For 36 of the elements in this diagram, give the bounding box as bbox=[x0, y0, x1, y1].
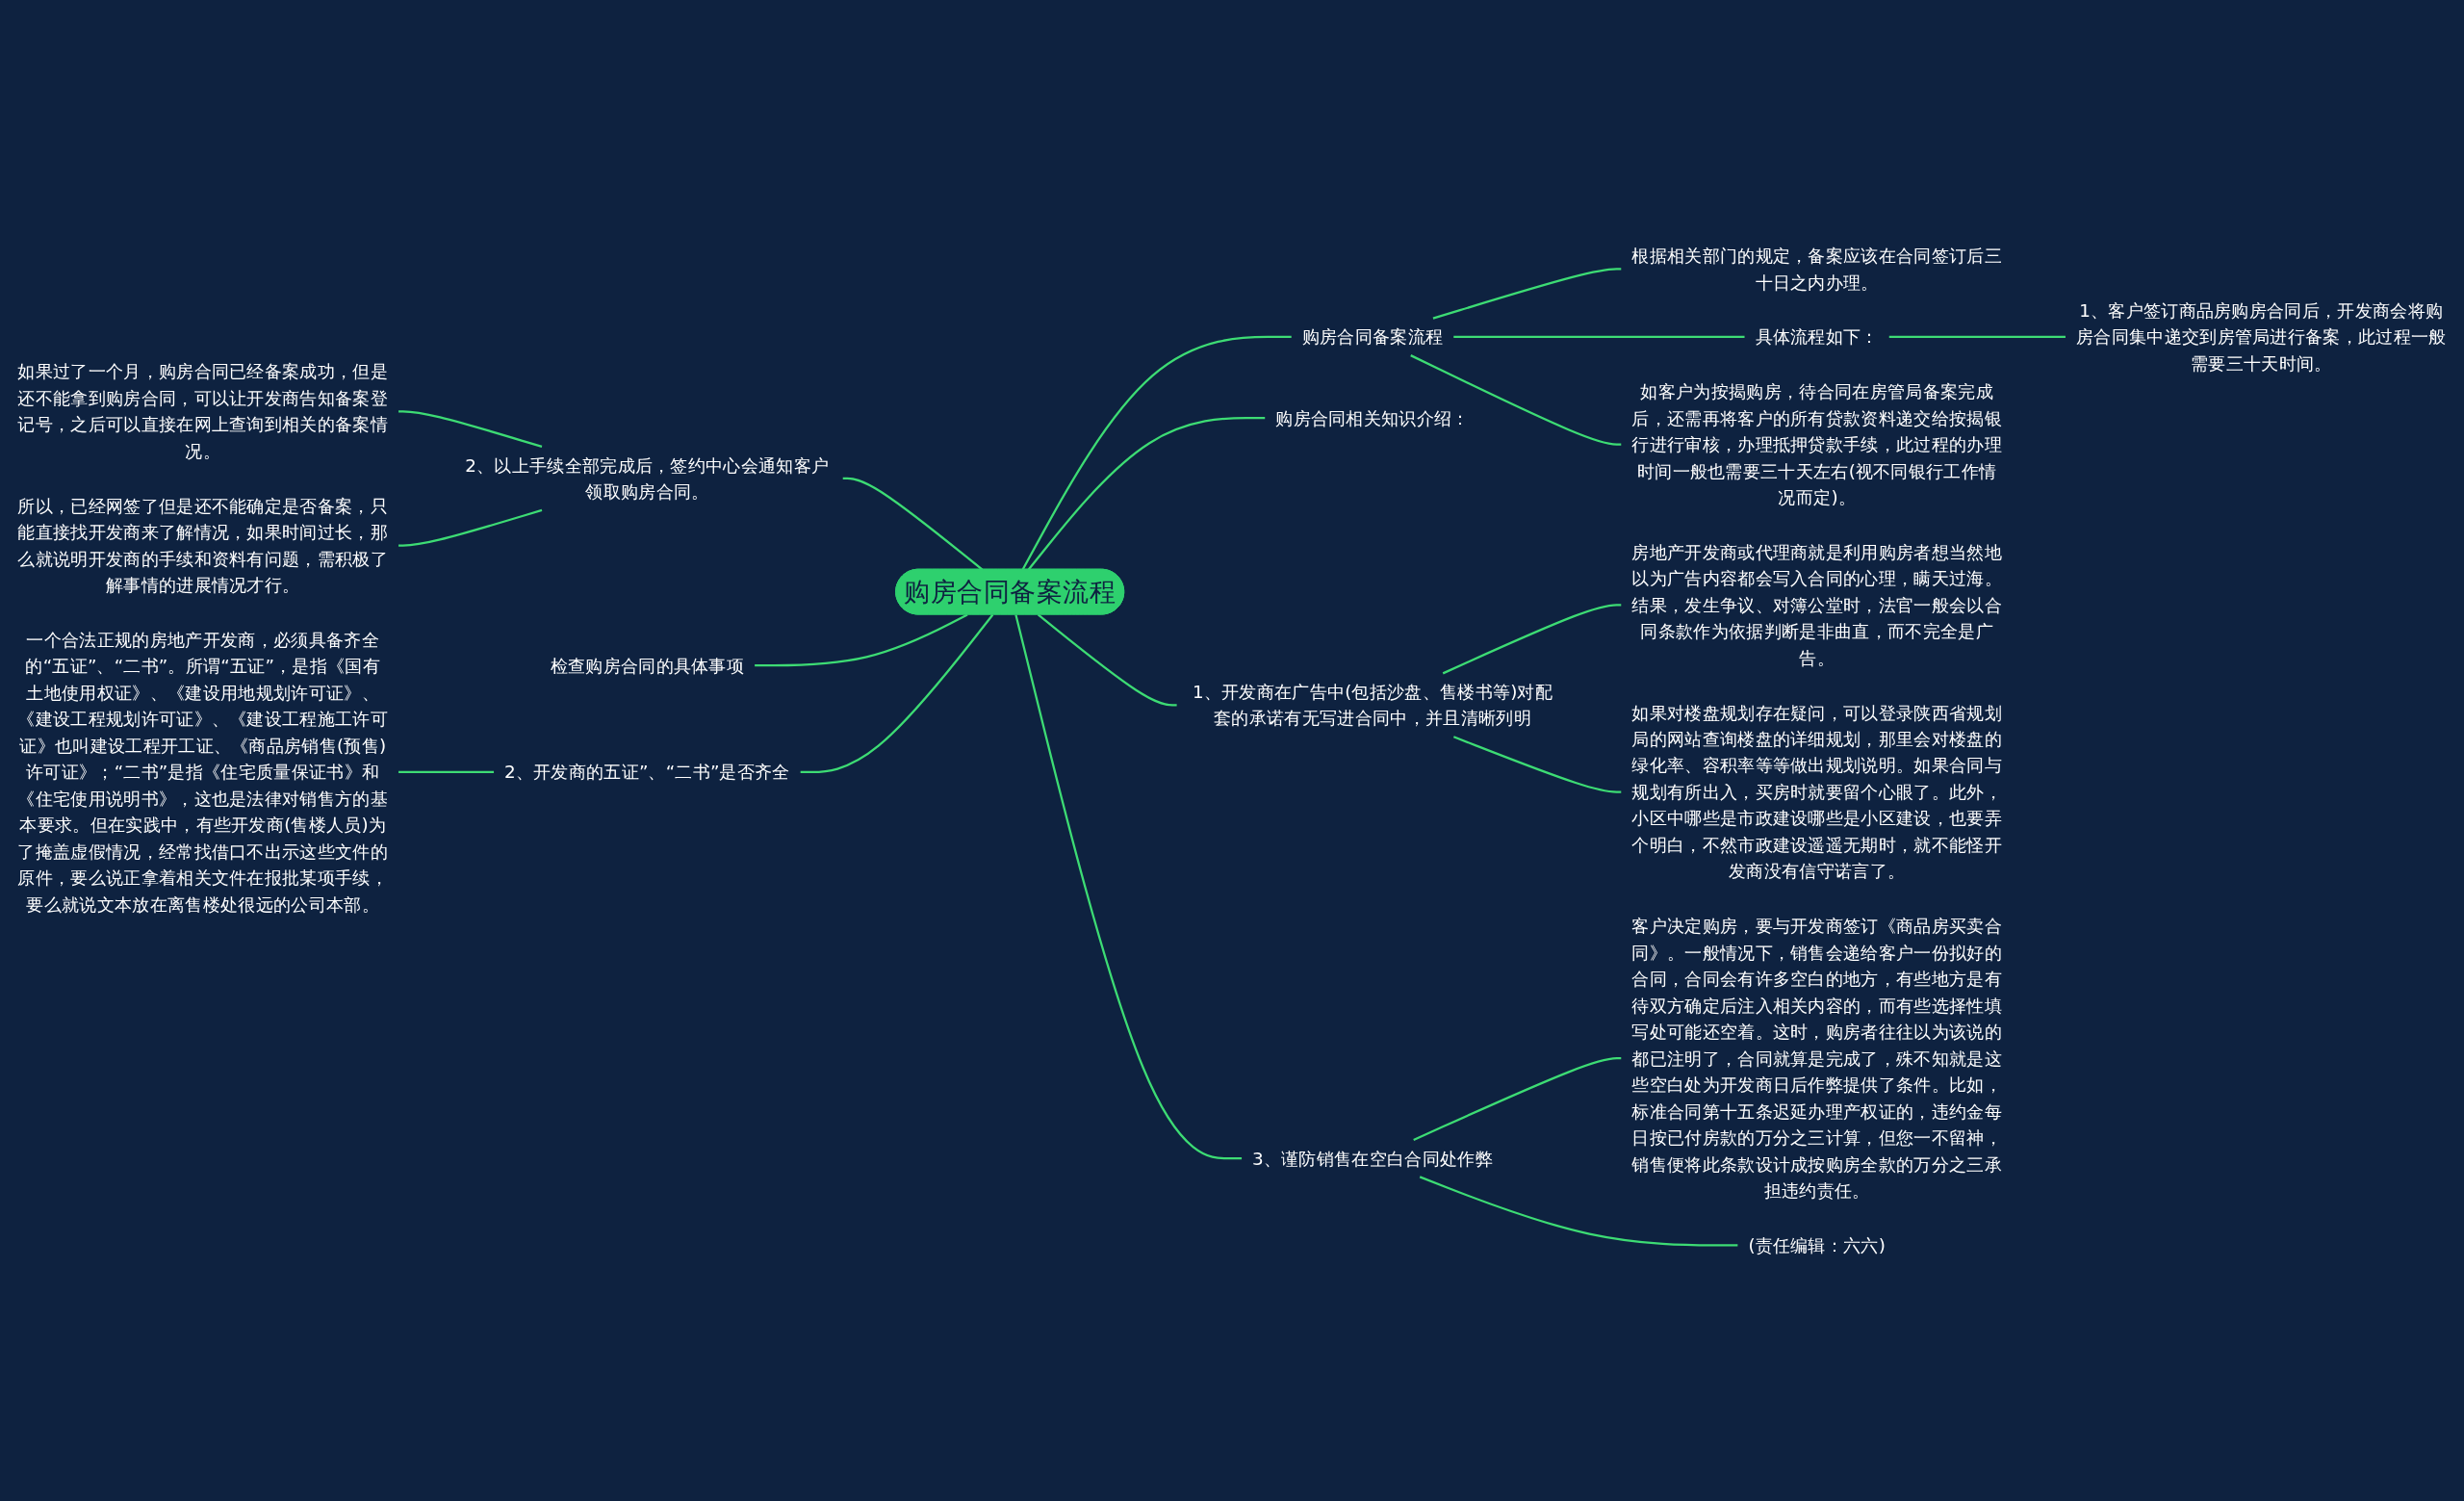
connector bbox=[1419, 1176, 1738, 1247]
node-text: 2、以上手续全部完成后，签约中心会通知客户领取购房合同。 bbox=[465, 454, 830, 503]
node-text: 检查购房合同的具体事项 bbox=[550, 655, 745, 677]
node-text: 购房合同相关知识介绍： bbox=[1275, 407, 1470, 429]
connector bbox=[1452, 736, 1622, 793]
node-text: 客户决定购房，要与开发商签订《商品房买卖合同》。一般情况下，销售会递给客户一份拟好的合同，合同会有许多空白的地方，有些地方是有待双方确定后注入相关内容的，而有些选择性填写处可能还空着。这时，购房者往往以为该说的都已注明了，合同就算是完成了，殊不知就是这些空白处为开发商日后作弊提供了条件。比如，标准合同第十五条迟延办理产权证的，违约金每日按已付房款的万分之三计算，但您一不留神，销售便将此条款设计成按购房全款的万分之三承担违约责任。 bbox=[1631, 915, 2003, 1202]
node-text: 所以，已经网签了但是还不能确定是否备案，只能直接找开发商来了解情况，如果时间过长，那么就说明开发商的手续和资料有问题，需积极了解事情的进展情况才行。 bbox=[17, 495, 389, 596]
connector bbox=[800, 613, 994, 774]
node-text: 3、谨防销售在空白合同处作弊 bbox=[1252, 1148, 1493, 1170]
connector bbox=[755, 613, 968, 667]
connector bbox=[398, 770, 495, 774]
node-text: 如客户为按揭购房，待合同在房管局备案完成后，还需再将客户的所有贷款资料递交给按揭银行进行审核，办理抵押贷款手续，此过程的办理时间一般也需要三十天左右(视不同银行工作情况而定)。 bbox=[1631, 380, 2003, 508]
node-text: 具体流程如下： bbox=[1755, 325, 1879, 348]
connector bbox=[1442, 604, 1622, 675]
connector bbox=[1014, 614, 1243, 1160]
connector bbox=[1021, 335, 1292, 571]
connector bbox=[398, 508, 543, 547]
node-text: 如果对楼盘规划存在疑问，可以登录陕西省规划局的网站查询楼盘的详细规划，那里会对楼盘的绿化率、容积率等等做出规划说明。如果合同与规划有所出入，买房时就要留个心眼了。此外，小区中哪些是市政建设哪些是小区建设，也要弄个明白，不然市政建设遥遥无期时，就不能怪开发商没有信守诺言了。 bbox=[1631, 702, 2003, 882]
node-text: (责任编辑：六六) bbox=[1748, 1234, 1886, 1256]
node-text: 2、开发商的五证”、“二书”是否齐全 bbox=[504, 761, 790, 783]
node-text: 1、客户签订商品房购房合同后，开发商会将购房合同集中递交到房管局进行备案，此过程一般需要三十天时间。 bbox=[2075, 299, 2447, 375]
connector bbox=[1413, 1057, 1622, 1141]
connector bbox=[1037, 613, 1177, 707]
node-text: 根据相关部门的规定，备案应该在合同签订后三十日之内办理。 bbox=[1631, 245, 2003, 294]
connector bbox=[1453, 335, 1745, 339]
connector bbox=[1410, 354, 1622, 446]
connector bbox=[398, 410, 543, 449]
node-text: 如果过了一个月，购房合同已经备案成功，但是还不能拿到购房合同，可以让开发商告知备案登记号，之后可以直接在网上查询到相关的备案情况。 bbox=[17, 361, 389, 462]
connector bbox=[1027, 417, 1266, 571]
connector bbox=[1888, 335, 2066, 339]
node-text: 房地产开发商或代理商就是利用购房者想当然地以为广告内容都会写入合同的心理，瞒天过海。结果，发生争议、对簿公堂时，法官一般会以合同条款作为依据判断是非曲直，而不完全是广告。 bbox=[1631, 541, 2003, 669]
connector bbox=[842, 477, 984, 571]
node-text: 一个合法正规的房地产开发商，必须具备齐全的“五证”、“二书”。所谓“五证”，是指《国有土地使用权证》、《建设用地规划许可证》、《建设工程规划许可证》、《建设工程施工许可证》也叫建设工程开工证、《商品房销售(预售)许可证》；“二书”是指《住宅质量保证书》和《住宅使用说明书》，这也是法律对销售方的基本要求。但在实践中，有些开发商(售楼人员)为了掩盖虚假情况，经常找借口不出示这些文件的原件，要么说正拿着相关文件在报批某项手续，要么就说文本放在离售楼处很远的公司本部。 bbox=[17, 629, 389, 916]
node-text: 购房合同备案流程 bbox=[1301, 325, 1444, 348]
connector bbox=[1432, 268, 1622, 320]
node-text: 1、开发商在广告中(包括沙盘、售楼书等)对配套的承诺有无写进合同中，并且清晰列明 bbox=[1192, 681, 1553, 730]
